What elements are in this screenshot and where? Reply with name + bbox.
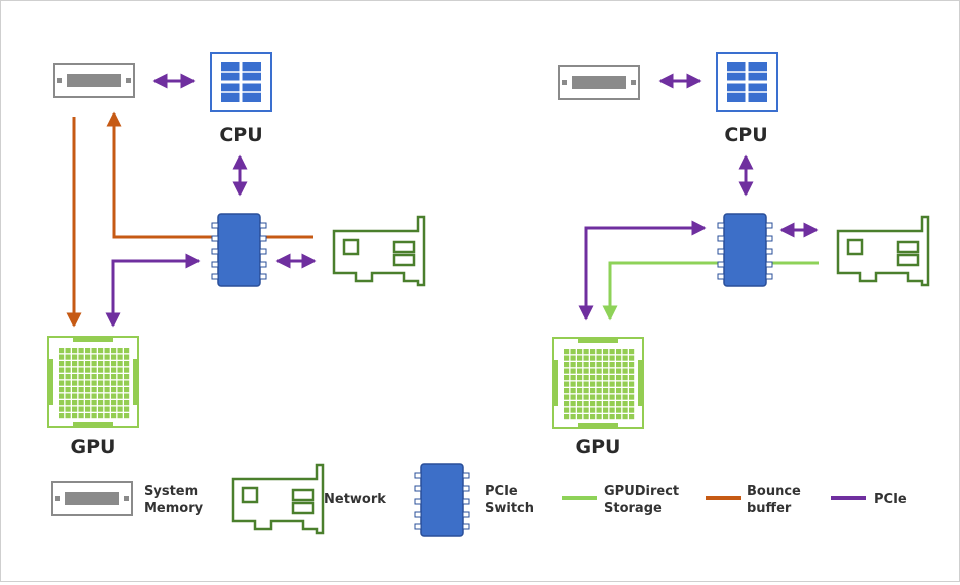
legend-bounce-label-line2: buffer	[747, 501, 792, 516]
left-diagram: CPU GPU	[47, 51, 426, 458]
legend-system-memory-icon	[51, 481, 133, 516]
legend-gpudirect-label-line1: GPUDirect	[604, 484, 679, 499]
left-bounce-to-memory-path	[106, 111, 313, 239]
legend-network-icon	[231, 463, 325, 535]
right-gpu-icon	[552, 337, 644, 429]
legend-network-label: Network	[324, 492, 386, 507]
left-gpu-label: GPU	[71, 436, 116, 458]
legend-pcie-switch-label-line2: Switch	[485, 501, 534, 516]
legend-system-memory-label-line1: System	[144, 484, 198, 499]
legend-pcie-switch-icon	[414, 463, 470, 537]
legend-gpudirect-label-line2: Storage	[604, 501, 662, 516]
legend-bounce-label-line1: Bounce	[747, 484, 801, 499]
left-cpu-icon	[209, 51, 273, 113]
legend: System Memory Network PCIe Switch GPUDir…	[51, 463, 907, 537]
legend-pcie-label: PCIe	[874, 492, 907, 507]
right-network-card-icon	[836, 215, 930, 287]
right-system-memory-icon	[558, 65, 640, 100]
right-gpu-label: GPU	[576, 436, 621, 458]
right-gpu-switch-pcie-path	[578, 220, 707, 321]
right-diagram: CPU GPU	[552, 51, 930, 458]
left-pcie-switch-icon	[211, 213, 267, 287]
left-gpu-switch-pcie-path	[105, 253, 201, 328]
right-cpu-icon	[715, 51, 779, 113]
legend-system-memory-label-line2: Memory	[144, 501, 204, 516]
left-gpu-icon	[47, 336, 139, 428]
left-system-memory-icon	[53, 63, 135, 98]
left-cpu-label: CPU	[219, 124, 262, 146]
right-cpu-label: CPU	[724, 124, 767, 146]
right-pcie-switch-icon	[717, 213, 773, 287]
left-network-card-icon	[332, 215, 426, 287]
legend-pcie-switch-label-line1: PCIe	[485, 484, 518, 499]
right-gpudirect-storage-path	[602, 261, 819, 321]
